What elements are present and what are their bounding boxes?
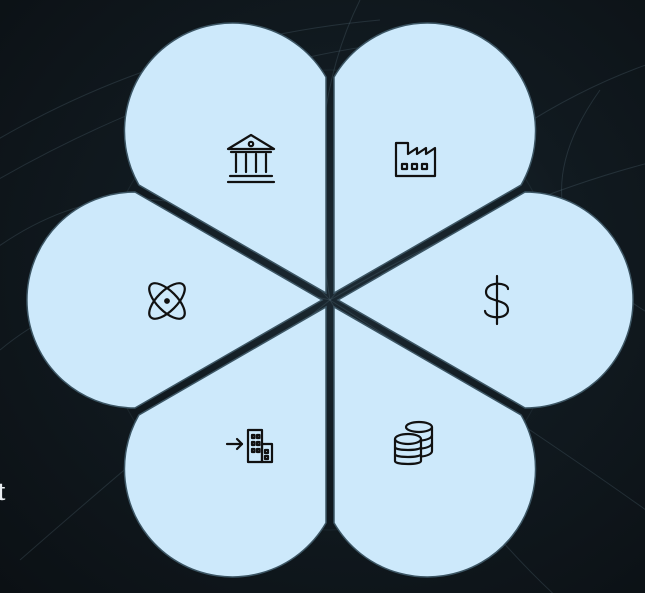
- atom-icon: [148, 282, 186, 320]
- move-to-building-icon: [225, 428, 274, 464]
- dollar-icon: [483, 274, 510, 326]
- coins-icon: [393, 420, 434, 466]
- partial-heading-text: t: [0, 476, 6, 507]
- factory-icon: [394, 141, 437, 178]
- bank-icon: [226, 133, 276, 184]
